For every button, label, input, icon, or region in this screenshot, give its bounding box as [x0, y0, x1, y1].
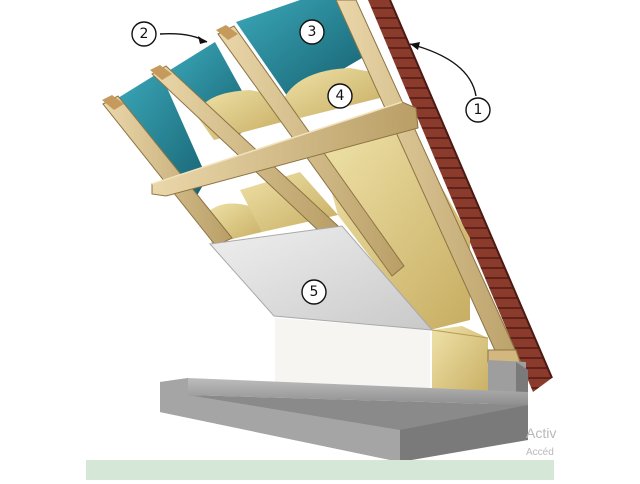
- activation-watermark: Activ Accéd: [526, 425, 556, 458]
- roof-tiles: [368, 0, 553, 392]
- concrete-structure: [160, 360, 528, 462]
- watermark-line-1: Activ: [526, 425, 556, 441]
- callout-2: 2: [131, 21, 157, 47]
- interior-wall: [275, 318, 430, 395]
- bottom-strip: [86, 460, 554, 480]
- callout-5-label: 5: [310, 284, 319, 300]
- callout-3-label: 3: [308, 24, 317, 40]
- callout-1: 1: [465, 97, 491, 123]
- callout-4: 4: [327, 83, 353, 109]
- callout-1-label: 1: [474, 102, 483, 118]
- callout-5: 5: [301, 279, 327, 305]
- purlin-beam: [151, 101, 419, 197]
- callout-2-label: 2: [140, 26, 149, 42]
- arrow-head-2: [198, 36, 207, 44]
- wall-plate: [487, 349, 521, 363]
- callout-leaders: [159, 32, 477, 97]
- callout-3: 3: [299, 19, 325, 45]
- arrow-head-1: [410, 42, 420, 50]
- plasterboard-panel: [209, 225, 434, 331]
- callout-4-label: 4: [336, 88, 345, 104]
- watermark-line-2: Accéd: [526, 447, 554, 458]
